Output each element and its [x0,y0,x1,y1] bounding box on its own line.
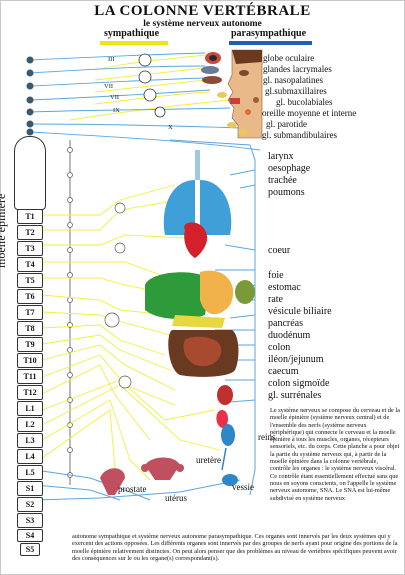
organ-label: pancréas [268,318,303,329]
info-paragraph: Le système nerveux se compose du cerveau… [270,407,400,502]
organ-label: gl. surrénales [268,390,322,401]
head-organs-icons [201,52,251,135]
organ-label-prostate: prostate [118,484,147,494]
vertebra-t3: T3 [17,241,43,256]
vertebra-t9: T9 [17,337,43,352]
nerve-label-x: X [168,124,173,131]
legend-parasympathetic-bar [229,41,312,45]
head-organ-label: glandes lacrymales [263,64,332,74]
vertebra-t10: T10 [17,353,43,368]
bottom-paragraph: autonome sympathique et système nerveux … [72,533,398,562]
cranial-dots [26,56,34,136]
nerve-label-ix: IX [113,107,120,114]
organ-label: coeur [268,245,291,256]
head-organ-label: oreille moyenne et interne [262,108,357,118]
organ-label-vessie: vessie [232,482,254,492]
legend-sympathetic-label: sympathique [104,28,160,39]
sympathetic-lines-body [41,184,221,481]
organ-label: rate [268,294,283,305]
vertebra-l2: L2 [17,417,43,432]
ganglion-circles-body [104,202,132,389]
nerve-label-vii-a: VII [104,83,114,90]
vertebra-t1: T1 [17,209,43,224]
organ-label: trachée [268,175,297,186]
organ-label: foie [268,270,284,281]
organ-label: caecum [268,366,299,377]
page-title: LA COLONNE VERTÉBRALE [94,3,311,19]
head-organ-label: gl. nasopalatines [263,75,323,85]
vertebra-l5: L5 [17,465,43,480]
legend-parasympathetic-label: parasympathique [231,28,307,39]
vertebra-s2: S2 [17,497,43,512]
legend-sympathetic-bar [100,41,168,45]
vagus-nerve [34,139,256,501]
page-subtitle: le système nerveux autonome [143,19,262,29]
head-organ-label: gl. submandibulaires [262,130,337,140]
ganglion-circles-head [138,53,166,118]
organ-label-uterus: utérus [165,493,187,503]
head-illustration [227,49,263,139]
head-organ-label: gl.submaxillaires [265,86,327,96]
vertebra-l4: L4 [17,449,43,464]
organ-label: oesophage [268,163,311,174]
sympathetic-chain [67,140,73,485]
vertebra-l1: L1 [17,401,43,416]
vertebra-s4: S4 [17,529,43,542]
vertebra-t11: T11 [17,369,43,384]
vertebra-t6: T6 [17,289,43,304]
vertebra-t2: T2 [17,225,43,240]
organ-label: duodénum [268,330,311,341]
head-organ-label: gl. parotide [266,119,307,129]
lungs-and-trachea [163,150,232,235]
vertebra-t4: T4 [17,257,43,272]
spinal-cord-label: moelle épinière [0,193,8,268]
cervical-segment [14,136,46,210]
organ-label-reins: reins [258,432,276,442]
vertebra-t7: T7 [17,305,43,320]
organ-label-uretere: uretère [196,455,221,465]
organ-label: colon [268,342,291,353]
vertebra-t8: T8 [17,321,43,336]
vertebra-s3: S3 [17,513,43,528]
vertebra-l3: L3 [17,433,43,448]
abdomen-organs [145,270,255,405]
organ-label: larynx [268,151,294,162]
nerve-label-iii: III [108,56,115,63]
head-organ-label: gl. bucolabiales [276,97,333,107]
organ-label: colon sigmoïde [268,378,330,389]
organ-label: estomac [268,282,301,293]
lower-organs [100,410,238,495]
head-nerve-lines [29,52,261,151]
heart-organ [184,222,208,258]
vertebra-t5: T5 [17,273,43,288]
vertebra-s5: S5 [20,543,40,556]
organ-label: vésicule biliaire [268,306,332,317]
vertebra-s1: S1 [17,481,43,496]
organ-label: poumons [268,187,305,198]
head-organ-label: globe oculaire [263,53,315,63]
organ-label: iléon/jejunum [268,354,324,365]
nerve-label-vii-b: VII [110,94,120,101]
vertebra-t12: T12 [17,385,43,400]
